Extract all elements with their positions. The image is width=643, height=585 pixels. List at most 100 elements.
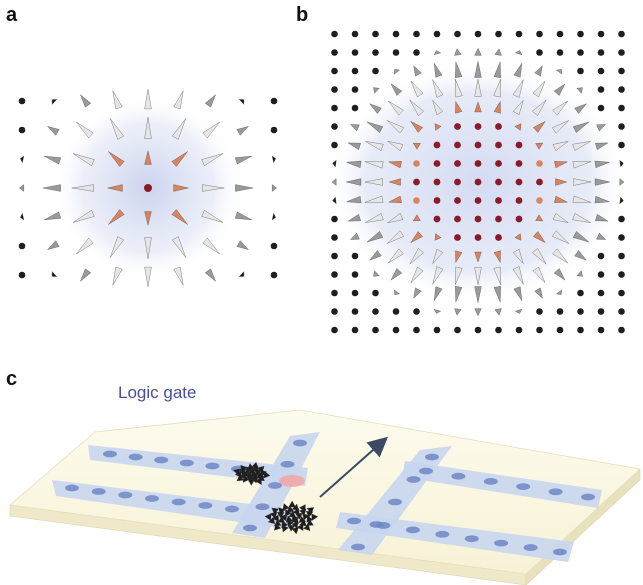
spin-cone (273, 523, 282, 531)
spin-dot (536, 308, 543, 315)
spin-cone (346, 196, 362, 204)
spin-dot (495, 215, 502, 223)
spin-dot (556, 308, 564, 315)
spin-cone (387, 230, 404, 244)
spin-cone (596, 232, 606, 240)
spin-dot (618, 326, 625, 334)
track-dot (425, 453, 439, 461)
spin-cone (432, 100, 444, 115)
track-dot (548, 488, 563, 496)
spin-cone (434, 233, 442, 241)
spin-cone (555, 178, 568, 186)
spin-cone (619, 196, 624, 205)
spin-cone (233, 468, 241, 476)
spin-dot (351, 104, 359, 112)
spin-dot (495, 30, 502, 38)
spin-cone (108, 209, 125, 225)
spin-dot (351, 326, 359, 334)
spin-cone (172, 236, 186, 258)
spin-cone (172, 118, 186, 140)
spin-cone (242, 475, 250, 483)
spin-cone (388, 178, 401, 186)
spin-cone (366, 121, 384, 133)
spin-dot (577, 49, 584, 56)
spin-dot (413, 197, 420, 204)
spin-dot (495, 178, 502, 186)
spin-dot (577, 289, 584, 297)
spin-cone (271, 507, 279, 515)
spin-cone (474, 79, 482, 97)
spin-dot (618, 215, 625, 223)
spin-dot (351, 289, 359, 297)
track-dot (225, 505, 239, 513)
spin-cone (596, 124, 606, 132)
track-dot (435, 530, 450, 538)
spin-cone (387, 141, 404, 151)
spin-cone (455, 286, 463, 303)
spin-cone (474, 286, 482, 303)
spin-cone (552, 141, 569, 151)
spin-cone (171, 209, 188, 225)
spin-cone (474, 308, 482, 317)
spin-dot (18, 271, 26, 279)
spin-cone (238, 271, 245, 277)
spin-cone (281, 524, 289, 533)
spin-dot (556, 49, 564, 56)
spin-cone (202, 184, 225, 192)
spin-cone (366, 231, 384, 243)
track-dot (523, 544, 538, 551)
spin-cone (201, 210, 224, 223)
spin-cone (173, 90, 184, 110)
spin-cone (202, 237, 220, 255)
spin-cone (455, 100, 463, 114)
spin-dot (433, 160, 441, 167)
panel-label-b: b (296, 4, 309, 26)
spin-cone (532, 99, 547, 116)
spin-cone (474, 47, 482, 56)
spin-cone (512, 266, 524, 285)
spin-dot (618, 49, 625, 56)
spin-cone (278, 507, 286, 515)
spin-dot (331, 104, 338, 112)
spin-cone (238, 99, 245, 105)
spin-cone (44, 155, 61, 165)
spin-dot (536, 178, 543, 186)
spin-cone (311, 513, 319, 521)
spin-dot (454, 234, 461, 241)
spin-dot (618, 67, 625, 75)
spin-dot (372, 67, 379, 75)
spin-cone (51, 99, 58, 105)
spin-cone (513, 63, 523, 78)
spin-cone (144, 266, 152, 287)
spin-dot (351, 67, 359, 75)
track-dot (118, 491, 133, 499)
spin-dot (597, 30, 605, 38)
track-dot (464, 535, 479, 543)
spin-cone (72, 153, 95, 166)
spin-dot (331, 67, 338, 75)
spin-dot (331, 289, 338, 297)
spin-dot (392, 49, 400, 56)
panel-label-a: a (6, 4, 18, 26)
spin-dot (618, 86, 625, 93)
spin-cone (173, 266, 184, 286)
spin-dot (474, 141, 482, 149)
track-dot (581, 493, 595, 501)
spin-dot (556, 326, 564, 334)
spin-cone (556, 69, 563, 75)
spin-cone (494, 48, 502, 56)
spin-cone (247, 463, 255, 471)
track-dot (388, 498, 402, 506)
spin-cone (288, 500, 296, 508)
spin-dot (618, 234, 625, 241)
spin-cone (369, 250, 382, 261)
spin-dot (474, 326, 482, 334)
spin-cone (455, 266, 463, 285)
spin-cone (514, 308, 523, 314)
spin-dot (454, 160, 461, 167)
spin-cone (42, 184, 61, 192)
spin-dot (372, 49, 379, 56)
spin-cone (236, 240, 249, 250)
spin-cone (291, 527, 299, 535)
spin-dot (454, 141, 461, 149)
